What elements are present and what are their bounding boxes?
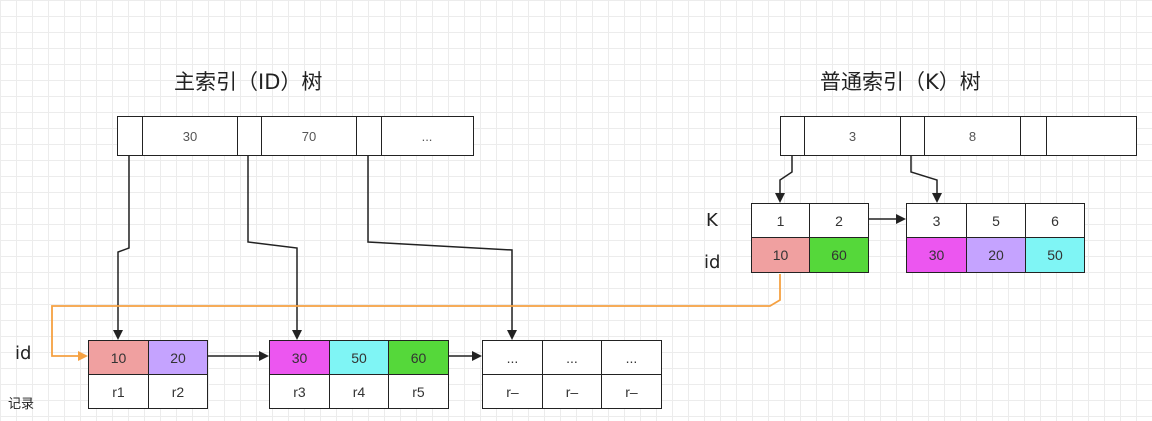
sec-root-to-leaf-1-arrow — [775, 156, 793, 203]
root-pointer — [357, 117, 382, 155]
leaf-id-cell: ... — [543, 341, 602, 374]
leaf-id-cell: 60 — [389, 341, 448, 374]
root-to-leaf-1-arrow — [113, 156, 130, 340]
leaf-record-cell: r– — [625, 383, 638, 400]
leaf-id-cell: 50 — [330, 341, 389, 374]
leaf-id-cell: 20 — [149, 341, 207, 374]
primary-leaf-3: ... ... ... r– r– r– — [482, 340, 662, 409]
leaf-id-cell: ... — [625, 349, 638, 366]
leaf-k-cell: 5 — [967, 204, 1026, 237]
secondary-tree-title: 普通索引（K）树 — [820, 70, 981, 94]
leaf-k-cell: 2 — [835, 212, 843, 229]
root-key: 8 — [925, 117, 1021, 155]
root-key: 30 — [143, 117, 238, 155]
root-pointer — [118, 117, 143, 155]
secondary-leaf-1: 1 2 10 60 — [751, 203, 869, 273]
sec-root-to-leaf-2-arrow — [910, 156, 942, 203]
primary-root-node: 30 70 ... — [117, 116, 474, 156]
leaf-id-cell: 10 — [89, 341, 149, 374]
root-to-leaf-2-arrow — [247, 156, 302, 340]
primary-leaf-1: 10 20 r1 r2 — [88, 340, 208, 409]
leaf-record-cell: r2 — [171, 383, 185, 400]
primary-id-label: id — [15, 343, 32, 364]
secondary-root-node: 3 8 — [780, 116, 1137, 156]
leaf-k-cell: 6 — [1051, 212, 1059, 229]
leaf-id-cell: 20 — [967, 238, 1026, 272]
secondary-leaf-2: 3 5 6 30 20 50 — [906, 203, 1085, 273]
root-key: ... — [421, 128, 433, 144]
root-key: 70 — [262, 117, 357, 155]
secondary-id-label: id — [704, 252, 721, 273]
root-pointer — [1021, 117, 1047, 155]
primary-record-label: 记录 — [8, 397, 35, 412]
leaf-k-cell: 1 — [752, 204, 810, 237]
primary-tree-title: 主索引（ID）树 — [174, 70, 323, 94]
lookup-back-to-primary-arrow — [51, 274, 781, 361]
leaf-record-cell: r5 — [412, 383, 425, 400]
leaf-id-cell: ... — [483, 341, 543, 374]
leaf-record-cell: r– — [483, 375, 543, 408]
leaf-id-cell: 10 — [752, 238, 810, 272]
leaf-record-cell: r1 — [89, 375, 149, 408]
secondary-k-label: K — [706, 210, 718, 231]
leaf-id-cell: 30 — [270, 341, 330, 374]
leaf-record-cell: r– — [543, 375, 602, 408]
leaf-id-cell: 50 — [1026, 238, 1084, 272]
root-key: 3 — [805, 117, 901, 155]
root-to-leaf-3-arrow — [367, 156, 517, 340]
leaf-id-cell: 30 — [907, 238, 967, 272]
leaf-id-cell: 60 — [810, 238, 868, 272]
primary-leaf-2: 30 50 60 r3 r4 r5 — [269, 340, 449, 409]
root-pointer — [901, 117, 925, 155]
leaf-record-cell: r4 — [330, 375, 389, 408]
leaf-record-cell: r3 — [270, 375, 330, 408]
root-pointer — [781, 117, 805, 155]
root-pointer — [238, 117, 262, 155]
leaf-k-cell: 3 — [907, 204, 967, 237]
